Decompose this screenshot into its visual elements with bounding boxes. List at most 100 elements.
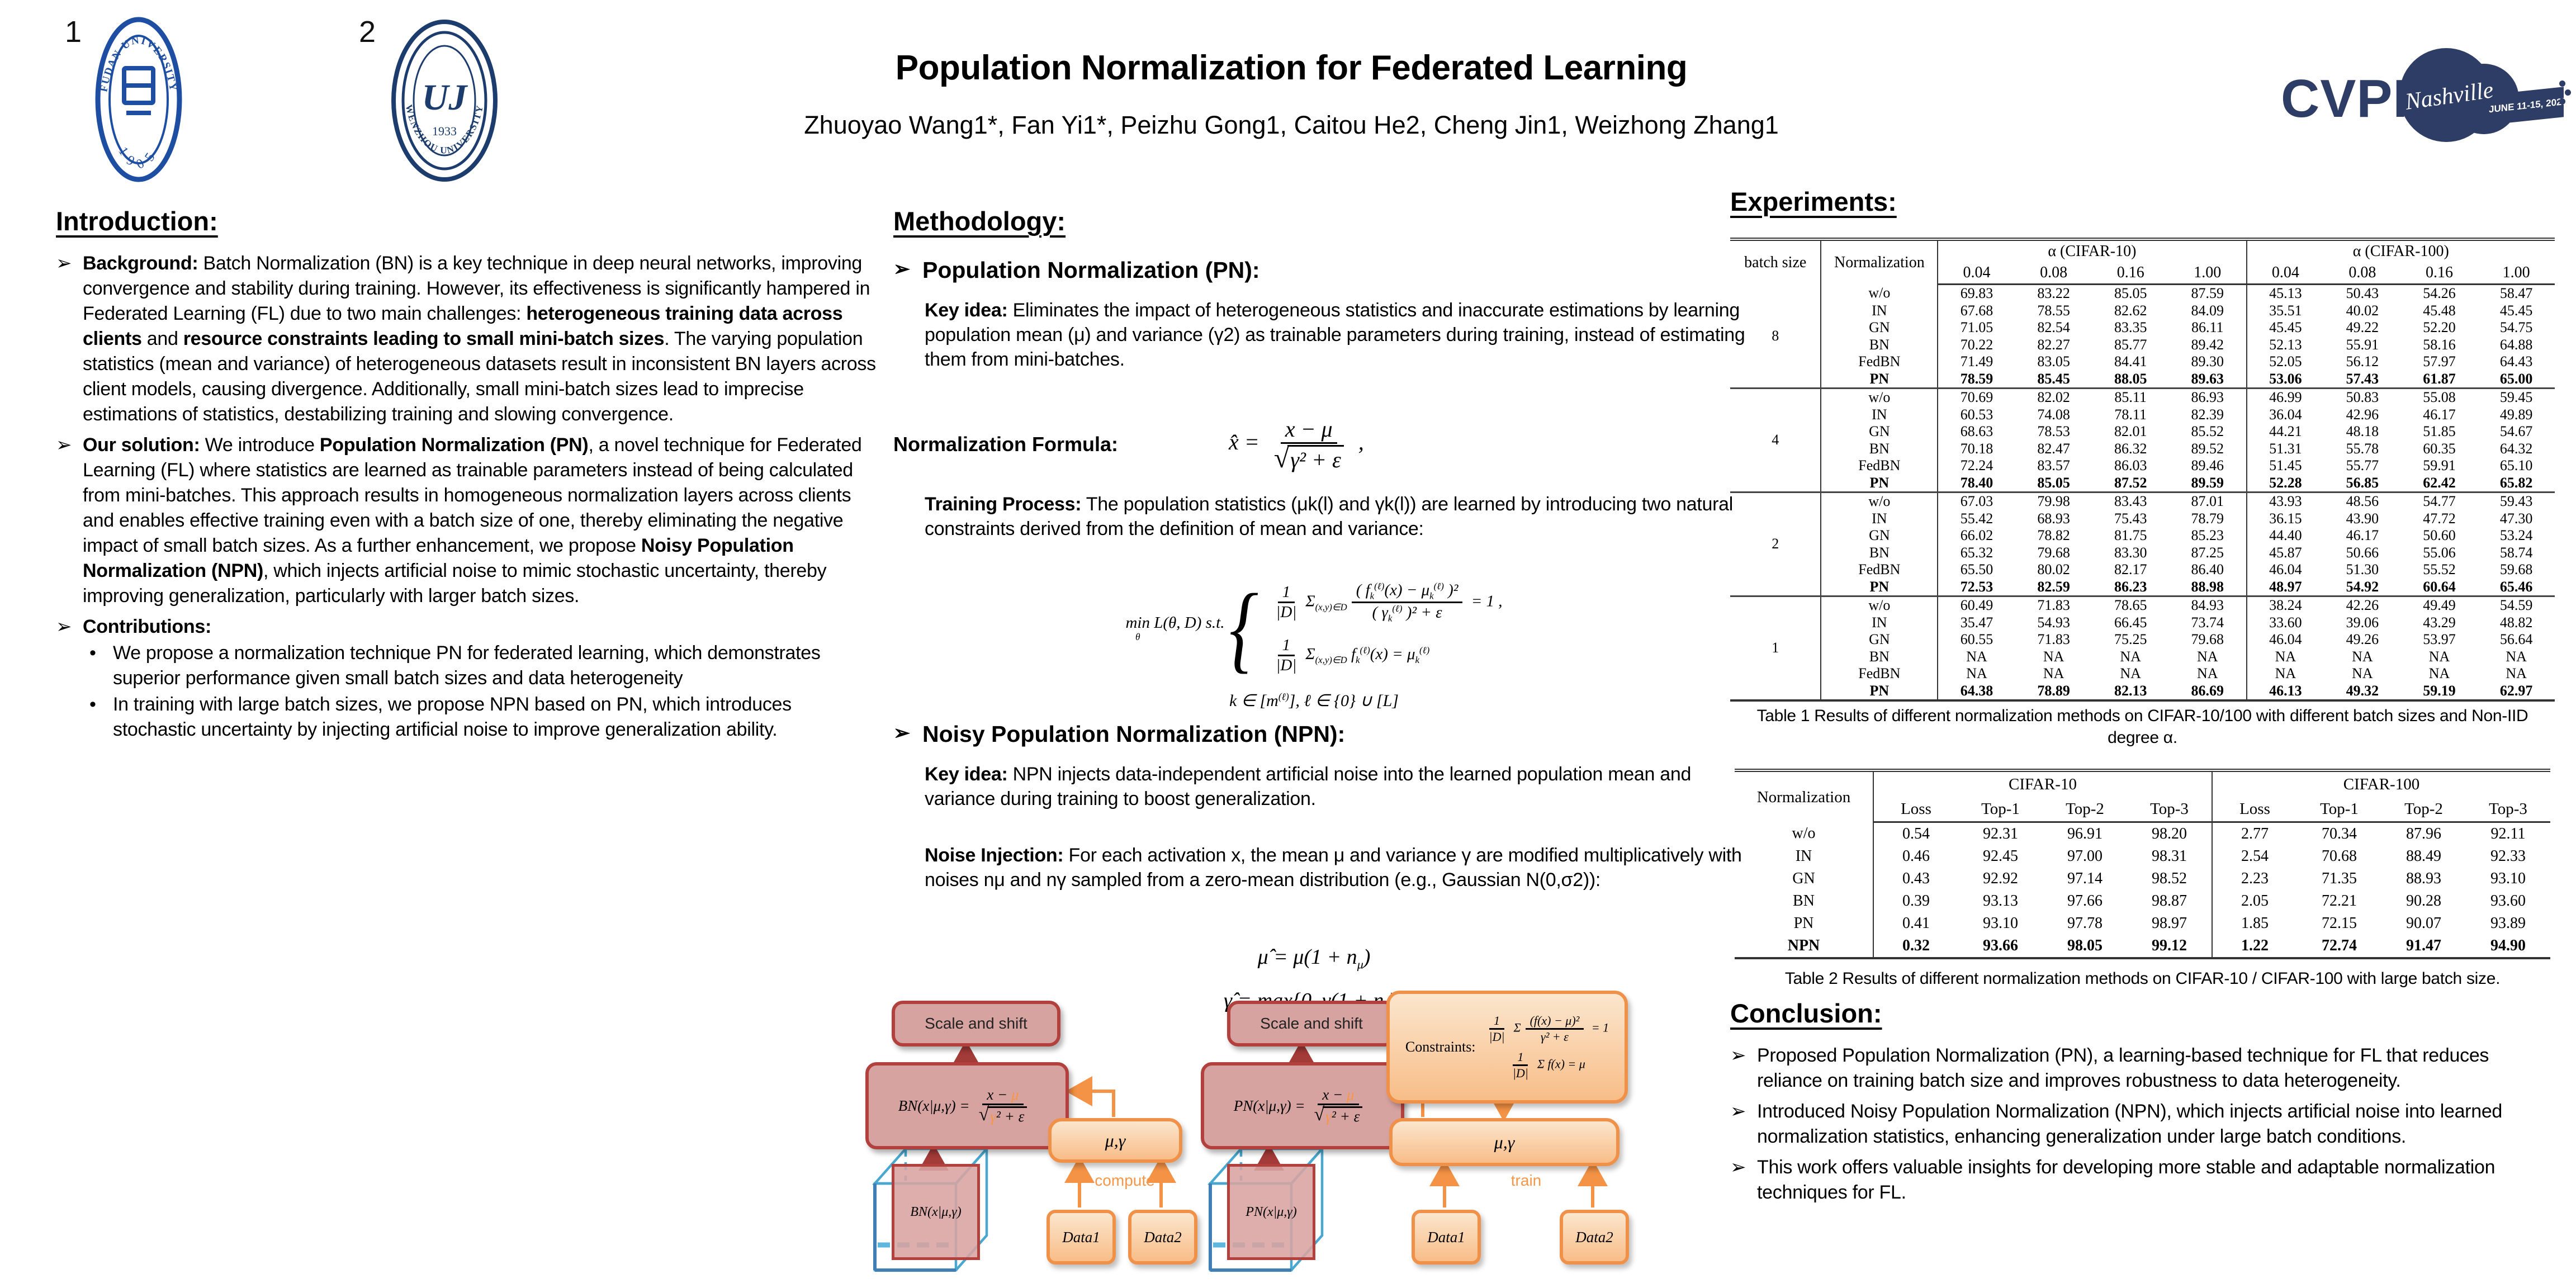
method-cell: GN: [1820, 319, 1938, 337]
value-cell: NA: [2246, 665, 2324, 683]
value-cell: 54.93: [2037, 614, 2070, 631]
pn-mu-gamma-box: μ,γ: [1389, 1118, 1620, 1166]
tuning-peg-icon: [2559, 80, 2565, 87]
value-cell: NA: [2043, 665, 2064, 681]
value-cell: 60.55: [1937, 631, 2015, 648]
normalization-formula: x̂ = x − μ√γ² + ε ,: [1229, 416, 1364, 473]
value-cell: 89.46: [2191, 457, 2224, 473]
value-cell: 0.39: [1873, 890, 1958, 912]
value-cell: 59.43: [2478, 491, 2555, 510]
value-cell: 45.87: [2246, 544, 2324, 561]
value-cell: 83.35: [2114, 319, 2147, 335]
value-cell: 89.52: [2191, 440, 2224, 457]
value-cell: 79.98: [2015, 491, 2092, 510]
bullet-arrow-icon: ➢: [1730, 1101, 1746, 1122]
value-cell: 0.46: [1873, 845, 1958, 868]
method-cell: w/o: [1820, 491, 1938, 510]
value-cell: 75.25: [2114, 631, 2147, 647]
contribution-2-text: In training with large batch sizes, we p…: [113, 694, 792, 740]
value-cell: 57.43: [2346, 370, 2379, 387]
value-cell: 88.98: [2191, 578, 2224, 595]
methodology-section: Methodology: ➢ Population Normalization …: [893, 206, 1745, 1015]
method-cell: BN: [1820, 440, 1938, 457]
value-cell: 86.03: [2114, 457, 2147, 473]
value-cell: NA: [2506, 648, 2527, 665]
pn-data2-box: Data2: [1560, 1210, 1629, 1265]
value-cell: NA: [2043, 648, 2064, 665]
value-cell: 36.15: [2246, 510, 2324, 527]
value-cell: NA: [2506, 665, 2527, 681]
value-cell: 2.77: [2212, 822, 2297, 845]
value-cell: NA: [2352, 665, 2373, 681]
value-cell: 38.24: [2246, 595, 2324, 614]
value-cell: 78.59: [1937, 370, 2015, 389]
value-cell: 87.52: [2114, 474, 2147, 491]
value-cell: 78.65: [2092, 595, 2169, 614]
bullet-arrow-icon: ➢: [893, 257, 911, 280]
value-cell: 71.83: [2037, 631, 2070, 647]
value-cell: NA: [1937, 665, 2015, 683]
value-cell: NA: [2120, 665, 2141, 681]
contributions-bullet: ➢ Contributions:: [56, 614, 877, 640]
value-cell: 85.11: [2092, 387, 2169, 406]
value-cell: 49.89: [2499, 406, 2533, 423]
fudan-glyph-icon: [122, 66, 155, 115]
table2-header-cell: Normalization: [1756, 788, 1851, 806]
table1-header-cell: 0.08: [2324, 262, 2401, 285]
value-cell: 82.17: [2114, 561, 2147, 577]
value-cell: 74.08: [2037, 406, 2070, 423]
table1-header-cell: 0.04: [1937, 262, 2015, 285]
value-cell: 64.43: [2499, 353, 2533, 370]
value-cell: 72.24: [1937, 457, 2015, 475]
method-cell: FedBN: [1820, 457, 1938, 475]
value-cell: 49.49: [2400, 595, 2478, 614]
value-cell: 62.97: [2499, 682, 2533, 699]
value-cell: 97.66: [2067, 892, 2103, 910]
value-cell: 35.51: [2246, 302, 2324, 319]
value-cell: 42.96: [2346, 406, 2379, 423]
value-cell: 73.74: [2191, 614, 2224, 631]
value-cell: 85.52: [2191, 423, 2224, 439]
cvpr-dates-text: JUNE 11-15, 2025: [2489, 96, 2567, 115]
value-cell: 1.85: [2212, 912, 2297, 935]
value-cell: 82.47: [2037, 440, 2070, 457]
value-cell: 51.30: [2346, 561, 2379, 577]
pn-key-idea-text: Key idea: Eliminates the impact of heter…: [925, 300, 1745, 370]
value-cell: 97.14: [2067, 870, 2103, 887]
constraint-line-2: 1|D|Σ(x,y)∈D fk(ℓ)(x) = μk(ℓ): [1276, 636, 1430, 675]
batch-size-cell: 4: [1730, 387, 1821, 493]
method-cell: w/o: [1820, 284, 1938, 302]
value-cell: 56.85: [2346, 474, 2379, 491]
value-cell: 84.93: [2168, 595, 2247, 614]
value-cell: 86.32: [2114, 440, 2147, 457]
methodology-heading: Methodology:: [893, 206, 1066, 236]
constraint-brace: {: [1229, 574, 1259, 682]
value-cell: 60.49: [1937, 595, 2015, 614]
value-cell: 45.45: [2246, 319, 2324, 337]
value-cell: 56.64: [2499, 631, 2533, 647]
value-cell: 72.15: [2322, 915, 2357, 932]
value-cell: 98.20: [2152, 825, 2187, 842]
value-cell: 93.66: [1983, 937, 2018, 954]
value-cell: 57.97: [2423, 353, 2456, 370]
value-cell: 60.53: [1937, 406, 2015, 423]
table1-header-cell: 1.00: [2168, 262, 2247, 285]
value-cell: 93.13: [1983, 892, 2018, 910]
value-cell: 35.47: [1937, 614, 2015, 631]
affiliation-1-number: 1: [65, 15, 82, 49]
value-cell: 81.75: [2114, 527, 2147, 543]
method-cell: PN: [1820, 682, 1938, 700]
bn-mu-gamma-box: μ,γ: [1048, 1118, 1182, 1163]
pn-layer-panel: PN(x|μ,γ): [1227, 1164, 1315, 1260]
value-cell: 87.96: [2406, 825, 2441, 842]
value-cell: 89.63: [2191, 370, 2224, 387]
method-cell: GN: [1820, 631, 1938, 648]
value-cell: 50.83: [2324, 387, 2401, 406]
